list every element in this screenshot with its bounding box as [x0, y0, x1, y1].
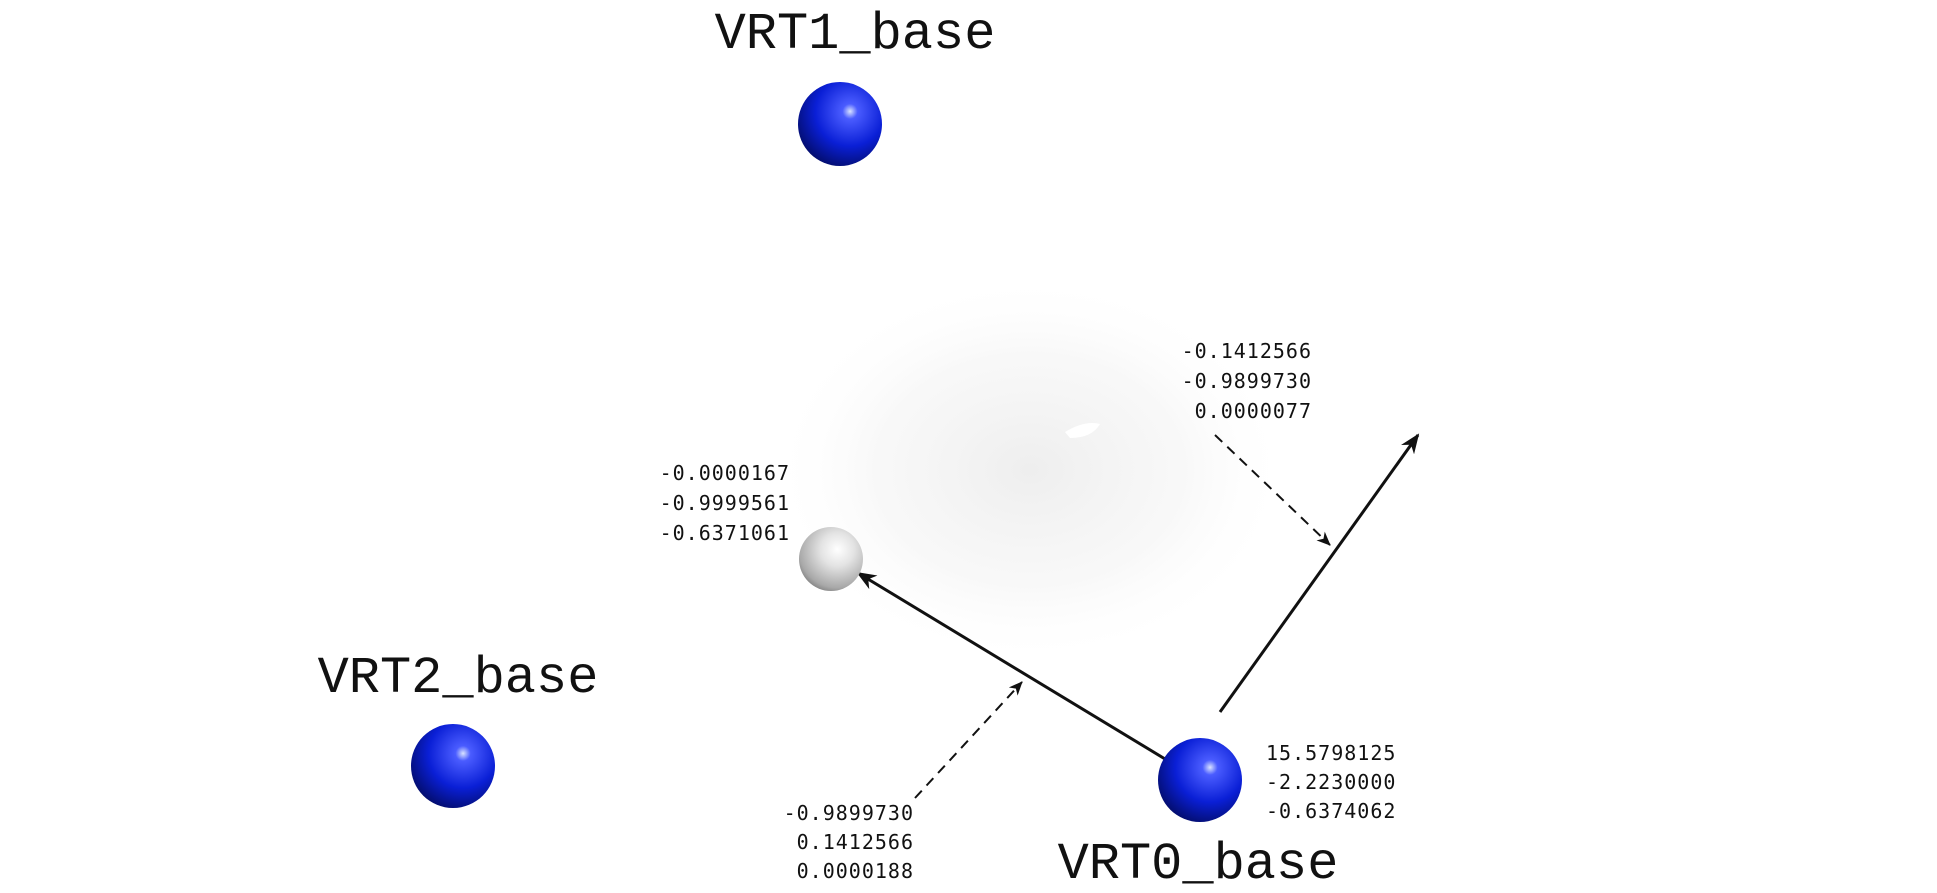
- y-vector-x: -0.1412566: [1182, 339, 1312, 363]
- vrt2-label: VRT2_base: [318, 649, 599, 708]
- vrt0-sphere: [1158, 738, 1242, 822]
- x-vector-x: -0.9899730: [784, 801, 914, 825]
- x-vector-pointer: [914, 681, 1023, 799]
- y-vector-pointer: [1214, 434, 1331, 546]
- center-coord-y: -0.9999561: [660, 491, 790, 515]
- vrt1-label: VRT1_base: [715, 5, 996, 64]
- center-coord-x: -0.0000167: [660, 461, 790, 485]
- center-sphere: [799, 527, 863, 591]
- y-vector-z: 0.0000077: [1195, 399, 1312, 423]
- y-vector-y: -0.9899730: [1182, 369, 1312, 393]
- x-axis-arrow: [856, 571, 1171, 764]
- y-axis-arrow: [1218, 433, 1420, 713]
- center-coords: -0.0000167 -0.9999561 -0.6371061: [660, 461, 790, 545]
- ghost-sphere: [770, 275, 1290, 665]
- vrt0-coord-y: -2.2230000: [1266, 770, 1396, 794]
- center-coord-z: -0.6371061: [660, 521, 790, 545]
- vrt2-sphere: [411, 724, 495, 808]
- vrt1-sphere: [798, 82, 882, 166]
- x-axis-vector-values: -0.9899730 0.1412566 0.0000188: [784, 801, 914, 883]
- vrt0-coords: 15.5798125 -2.2230000 -0.6374062: [1266, 741, 1396, 823]
- vrt0-coord-x: 15.5798125: [1266, 741, 1396, 765]
- vrt0-coord-z: -0.6374062: [1266, 799, 1396, 823]
- x-vector-z: 0.0000188: [797, 859, 914, 883]
- vrt0-label: VRT0_base: [1058, 835, 1339, 893]
- x-vector-y: 0.1412566: [797, 830, 914, 854]
- y-axis-vector-values: -0.1412566 -0.9899730 0.0000077: [1182, 339, 1312, 423]
